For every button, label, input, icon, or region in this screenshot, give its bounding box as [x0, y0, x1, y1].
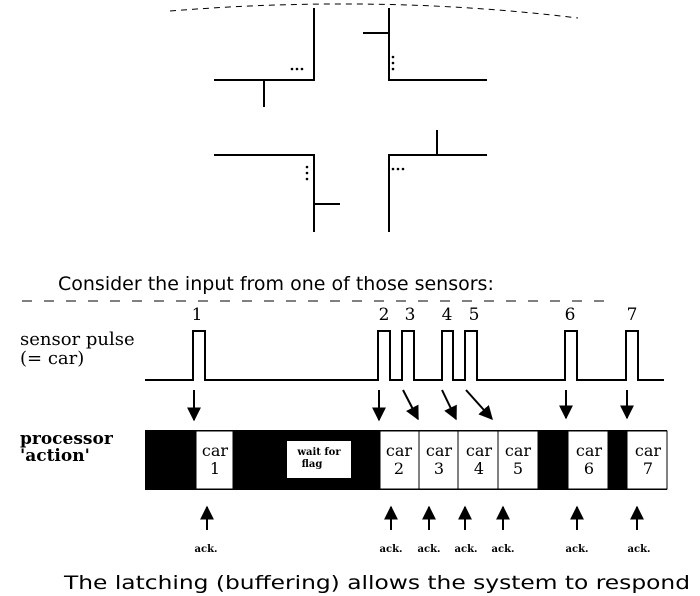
car-box-6: car 6 [567, 430, 609, 490]
flag-label: flag [302, 459, 323, 470]
ack-label-2: ack. [380, 544, 403, 555]
ack-label-1: ack. [195, 544, 218, 555]
car-box-1-word: car [202, 441, 229, 460]
processor-label: processor [20, 429, 114, 449]
ack-label-4: ack. [455, 544, 478, 555]
pulse-arrow-5 [465, 389, 493, 421]
pulse-number-3: 3 [405, 305, 416, 325]
pulse-number-5: 5 [469, 305, 480, 325]
consider-text: Consider the input from one of those sen… [58, 273, 494, 295]
car-box-3: car 3 [418, 430, 459, 490]
pulse-number-2: 2 [379, 305, 390, 325]
wait-for-label: wait for [296, 447, 341, 458]
car-box-7-number: 7 [643, 459, 653, 478]
ack-arrows [200, 505, 644, 530]
road-edge-upper-right [388, 8, 487, 81]
road-edge-upper-left [214, 8, 315, 81]
car-box-2: car 2 [379, 430, 420, 490]
ack-label-3: ack. [418, 544, 441, 555]
car-box-4: car 4 [457, 430, 499, 490]
ack-label-5: ack. [492, 544, 515, 555]
car-box-7-word: car [635, 441, 662, 460]
car-box-6-number: 6 [584, 459, 594, 478]
ack-label-6: ack. [566, 544, 589, 555]
car-box-7: car 7 [626, 430, 668, 490]
car-box-2-word: car [386, 441, 413, 460]
sensor-pulse-sublabel: (= car) [20, 348, 84, 369]
car-box-1-number: 1 [210, 459, 220, 478]
pulse-arrow-3 [402, 389, 419, 421]
road-edge-lower-left [214, 154, 315, 232]
pulse-arrows [187, 389, 634, 422]
pulse-number-4: 4 [442, 305, 453, 325]
car-box-2-number: 2 [394, 459, 404, 478]
bottom-text: The latching (buffering) allows the syst… [63, 572, 690, 594]
car-box-4-number: 4 [474, 459, 484, 478]
car-box-1: car 1 [195, 430, 234, 490]
ack-label-7: ack. [628, 544, 651, 555]
sensor-pulse-waveform [145, 330, 664, 381]
car-box-5-number: 5 [513, 459, 523, 478]
intersection-dots [290, 55, 405, 181]
wait-for-flag-box [287, 441, 351, 478]
car-box-4-word: car [466, 441, 493, 460]
car-box-5: car 5 [497, 430, 539, 490]
pulse-number-6: 6 [565, 305, 576, 325]
intersection-sketch [214, 8, 487, 232]
processor-sublabel: 'action' [20, 446, 90, 466]
top-dashed-arc [169, 3, 579, 19]
car-box-3-number: 3 [434, 459, 444, 478]
pulse-number-1: 1 [192, 305, 203, 325]
car-box-6-word: car [576, 441, 603, 460]
car-box-3-word: car [426, 441, 453, 460]
pulse-arrow-4 [441, 389, 457, 421]
sensor-pulse-label: sensor pulse [20, 329, 135, 350]
car-box-5-word: car [505, 441, 532, 460]
road-edge-lower-right [388, 154, 487, 232]
pulse-number-7: 7 [627, 305, 638, 325]
